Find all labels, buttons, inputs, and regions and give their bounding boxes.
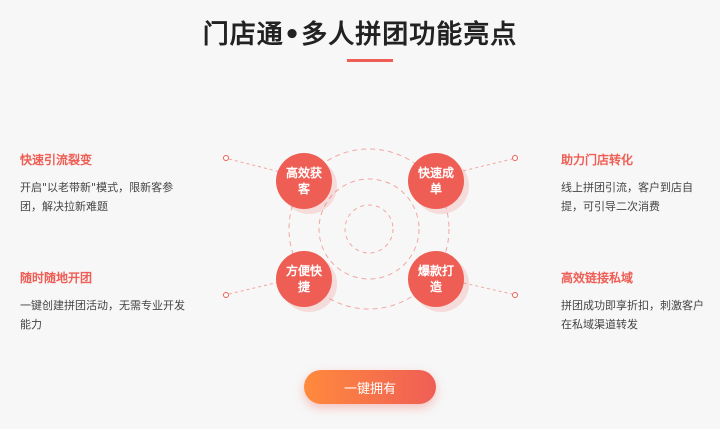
bubble-label: 高效获客 bbox=[286, 166, 323, 196]
get-it-now-button[interactable]: 一键拥有 bbox=[304, 370, 436, 404]
connector-dot-top-left bbox=[223, 155, 229, 161]
feature-anytime-group: 随时随地开团 一键创建拼团活动，无需专业开发能力 bbox=[20, 269, 190, 334]
feature-title: 快速引流裂变 bbox=[20, 153, 93, 167]
feature-desc: 开启"以老带新"模式，限新客参团，解决拉新难题 bbox=[20, 181, 174, 213]
bubble-label: 方便快捷 bbox=[286, 264, 323, 294]
bubble-fast-deal: 快速成单 bbox=[408, 153, 464, 209]
bubble-label: 快速成单 bbox=[418, 166, 455, 196]
bubble-label: 爆款打造 bbox=[418, 264, 455, 294]
bubble-efficient-acquisition: 高效获客 bbox=[276, 153, 332, 209]
bubble-hit-product: 爆款打造 bbox=[408, 251, 464, 307]
bubble-convenient: 方便快捷 bbox=[276, 251, 332, 307]
title-underline bbox=[347, 59, 393, 62]
connector-dot-top-right bbox=[512, 155, 518, 161]
feature-desc: 线上拼团引流，客户到店自提，可引导二次消费 bbox=[561, 181, 693, 213]
feature-private-domain: 高效链接私域 拼团成功即享折扣，刺激客户在私域渠道转发 bbox=[561, 269, 713, 334]
middle-dashed-ring bbox=[318, 178, 420, 280]
connector-dot-bottom-right bbox=[512, 292, 518, 298]
feature-title: 助力门店转化 bbox=[561, 153, 634, 167]
feature-title: 随时随地开团 bbox=[20, 271, 93, 285]
feature-title: 高效链接私域 bbox=[561, 271, 634, 285]
feature-viral-traffic: 快速引流裂变 开启"以老带新"模式，限新客参团，解决拉新难题 bbox=[20, 151, 190, 216]
page-title: 门店通•多人拼团功能亮点 bbox=[202, 20, 518, 50]
feature-store-conversion: 助力门店转化 线上拼团引流，客户到店自提，可引导二次消费 bbox=[561, 151, 713, 216]
connector-dot-bottom-left bbox=[223, 292, 229, 298]
feature-desc: 一键创建拼团活动，无需专业开发能力 bbox=[20, 299, 185, 331]
feature-desc: 拼团成功即享折扣，刺激客户在私域渠道转发 bbox=[561, 299, 704, 331]
inner-dashed-ring bbox=[344, 204, 394, 254]
